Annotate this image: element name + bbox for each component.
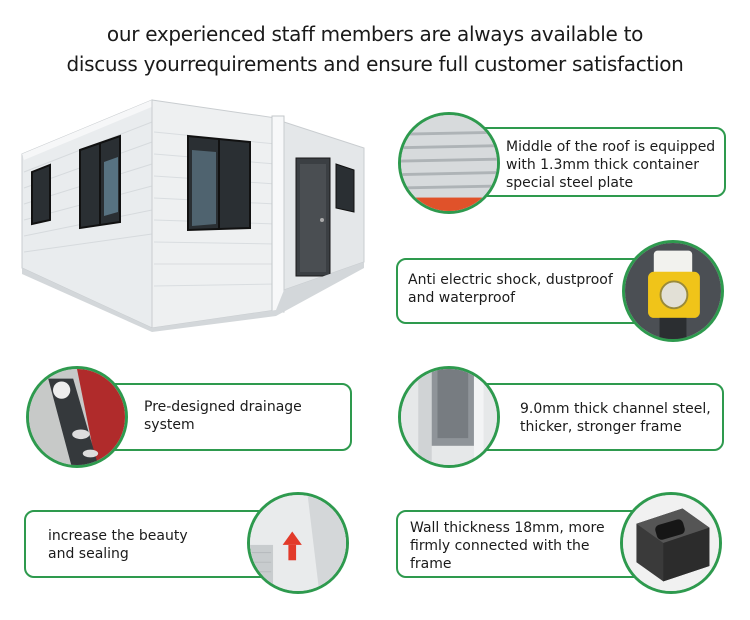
channel-steel-icon bbox=[398, 366, 500, 468]
headline-line-1: our experienced staff members are always… bbox=[106, 22, 644, 46]
headline-line-2: discuss yourrequirements and ensure full… bbox=[66, 52, 684, 76]
feature-text-drainage: Pre-designed drainage system bbox=[144, 399, 302, 433]
corner-sealing-icon bbox=[247, 492, 349, 594]
feature-card-beauty bbox=[24, 510, 280, 578]
corner-fitting-icon bbox=[620, 492, 722, 594]
feature-text-shock: Anti electric shock, dustproof and water… bbox=[408, 272, 613, 306]
container-house-image bbox=[14, 92, 374, 332]
feature-text-channel: 9.0mm thick channel steel, thicker, stro… bbox=[520, 401, 711, 435]
feature-text-beauty: increase the beauty and sealing bbox=[48, 528, 188, 562]
feature-text-wall: Wall thickness 18mm, more firmly connect… bbox=[410, 520, 605, 572]
feature-text-roof: Middle of the roof is equipped with 1.3m… bbox=[506, 139, 716, 191]
electric-socket-icon bbox=[622, 240, 724, 342]
drainage-pipe-icon bbox=[26, 366, 128, 468]
roof-steel-plate-icon bbox=[398, 112, 500, 214]
